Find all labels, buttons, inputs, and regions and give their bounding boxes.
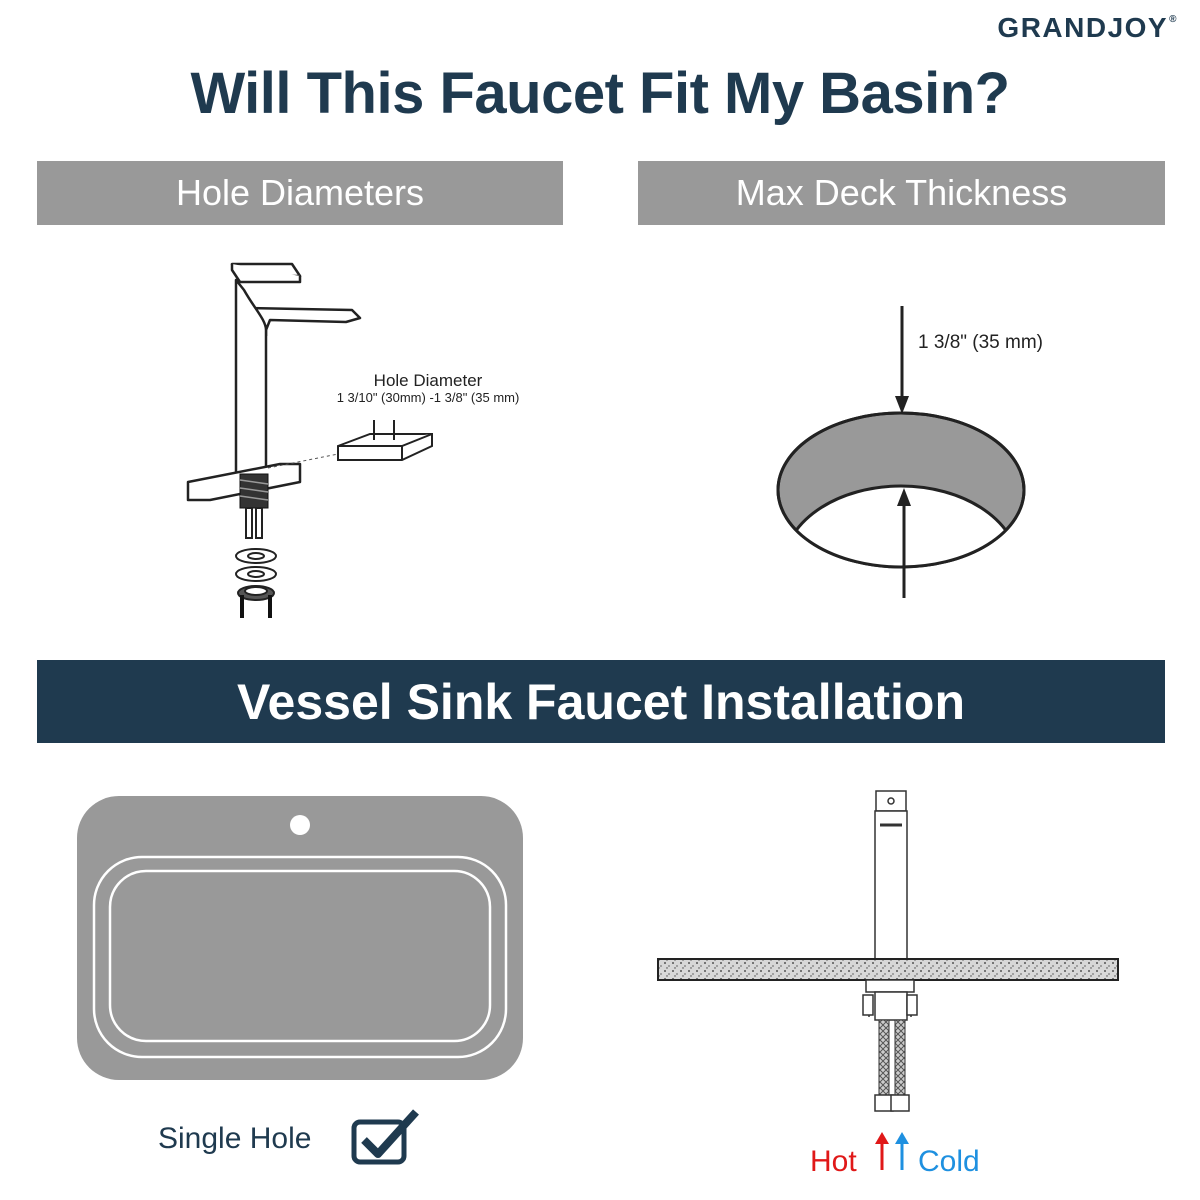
installation-banner: Vessel Sink Faucet Installation xyxy=(37,660,1165,743)
registered-mark: ® xyxy=(1169,14,1178,25)
installation-diagram xyxy=(657,790,1119,1112)
deck-thickness-diagram: 1 3/8" (35 mm) xyxy=(776,306,1043,598)
checkbox-checked-icon xyxy=(351,1109,419,1165)
sink-diagram xyxy=(77,796,523,1080)
hose-right xyxy=(255,507,263,539)
hot-supply-hose xyxy=(878,1019,890,1099)
sink-outer-rim xyxy=(92,855,508,1059)
faucet-hole xyxy=(290,815,310,835)
faucet-body xyxy=(234,278,268,484)
single-hole-caption: Single Hole xyxy=(158,1122,312,1155)
faucet-diagram: Hole Diameter 1 3/10" (30mm) -1 3/8" (35… xyxy=(186,262,520,618)
faucet-tube xyxy=(874,810,908,960)
hole-diameters-header: Hole Diameters xyxy=(37,161,563,225)
up-arrow-icon xyxy=(875,1132,909,1170)
mounting-nut xyxy=(874,991,908,1021)
hole-diameter-label: Hole Diameter xyxy=(374,371,483,390)
brand-logo: GRANDJOY® xyxy=(997,12,1178,44)
cold-label: Cold xyxy=(918,1145,980,1178)
hot-label: Hot xyxy=(810,1145,857,1178)
hole-diameter-value: 1 3/10" (30mm) -1 3/8" (35 mm) xyxy=(337,390,520,405)
countertop-section xyxy=(657,958,1119,981)
deck-thickness-value: 1 3/8" (35 mm) xyxy=(918,332,1043,353)
page-title: Will This Faucet Fit My Basin? xyxy=(190,61,1010,126)
mounting-plate xyxy=(865,979,915,993)
sink-bowl xyxy=(108,869,492,1043)
basin-opening xyxy=(781,484,1021,567)
brand-name: GRANDJOY xyxy=(997,12,1169,43)
sink-deck xyxy=(77,796,523,1080)
deck-thickness-header: Max Deck Thickness xyxy=(638,161,1165,225)
cold-supply-hose xyxy=(894,1019,906,1099)
hose-left xyxy=(245,507,253,539)
